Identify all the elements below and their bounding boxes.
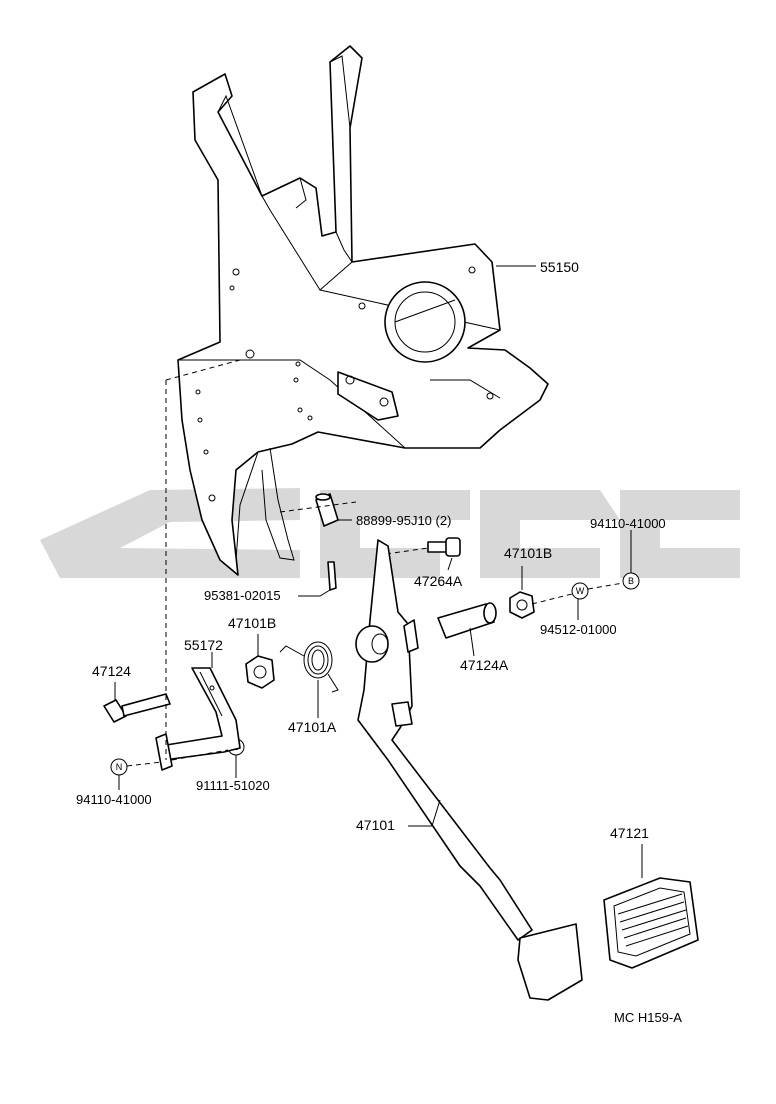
symbol-b-right: B — [622, 572, 640, 590]
label-91111-51020: 91111-51020 — [196, 778, 270, 793]
symbol-n: N — [110, 758, 128, 776]
label-47101b-right: 47101B — [504, 545, 552, 561]
label-47264a: 47264A — [414, 573, 463, 589]
leader-lines — [114, 265, 643, 878]
svg-text:N: N — [116, 762, 123, 772]
label-55150: 55150 — [540, 259, 579, 275]
collar-illustration — [437, 602, 497, 639]
label-88899-95j10: 88899-95J10 (2) — [356, 513, 451, 528]
stopper-bracket-illustration — [155, 667, 241, 771]
label-55172: 55172 — [184, 637, 223, 653]
label-47124: 47124 — [92, 663, 131, 679]
label-47121: 47121 — [610, 825, 649, 841]
label-47101: 47101 — [356, 817, 395, 833]
svg-text:B: B — [628, 576, 634, 586]
label-95381-02015: 95381-02015 — [204, 588, 281, 603]
label-47101a: 47101A — [288, 719, 337, 735]
svg-text:W: W — [576, 586, 585, 596]
label-94512-01000: 94512-01000 — [540, 622, 617, 637]
label-47124a: 47124A — [460, 657, 509, 673]
flange-nut-left-illustration — [245, 655, 275, 689]
clip-pin-illustration — [327, 561, 337, 591]
pedal-pad-illustration — [603, 877, 699, 969]
diagram-code: MC H159-A — [614, 1010, 682, 1025]
flange-nut-right-illustration — [509, 591, 535, 619]
label-47101b-left: 47101B — [228, 615, 276, 631]
return-spring-illustration — [279, 641, 339, 693]
brake-pedal-arm-illustration — [355, 539, 583, 1001]
upper-bolt-illustration — [385, 537, 461, 557]
label-94110-41000-right: 94110-41000 — [590, 516, 666, 531]
label-94110-41000-left: 94110-41000 — [76, 792, 152, 807]
lower-bolt-illustration — [103, 693, 171, 723]
symbol-w: W — [571, 582, 589, 600]
